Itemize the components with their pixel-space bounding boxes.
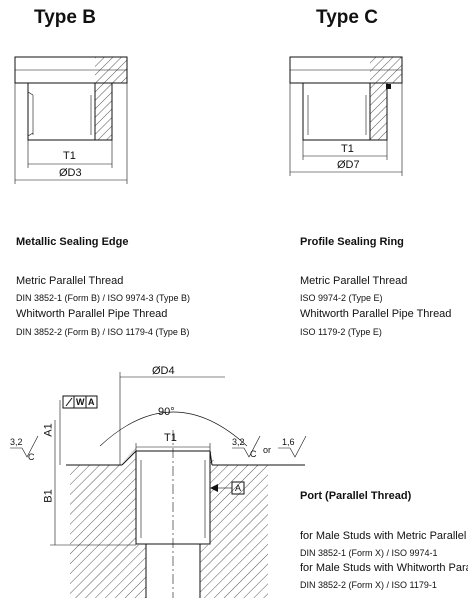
type-c-t1-label: T1: [341, 143, 354, 155]
port-line-3: for Male Studs with Whitworth Parallel P…: [300, 562, 468, 574]
port-line-2: DIN 3852-1 (Form X) / ISO 9974-1: [300, 548, 438, 558]
type-c-line-2: ISO 9974-2 (Type E): [300, 293, 383, 303]
rough-left-value: 3,2: [10, 437, 23, 447]
type-b-t1-label: T1: [63, 150, 76, 162]
port-bore: [135, 430, 211, 598]
rough-left-letter: C: [28, 452, 35, 462]
type-c-line-4: ISO 1179-2 (Type E): [300, 327, 382, 337]
type-b-line-4: DIN 3852-2 (Form B) / ISO 1179-4 (Type B…: [16, 327, 190, 337]
sealing-ring-mark: [386, 84, 391, 89]
rough-alt-value: 1,6: [282, 437, 295, 447]
type-b-line-1: Metric Parallel Thread: [16, 275, 124, 287]
type-c-line-1: Metric Parallel Thread: [300, 275, 408, 287]
type-c-section-title: Profile Sealing Ring: [300, 236, 404, 248]
type-c-d7-label: ØD7: [337, 159, 360, 171]
port-dimensions: [50, 372, 248, 546]
tolerance-w: W: [76, 397, 85, 407]
port-section-title: Port (Parallel Thread): [300, 490, 412, 502]
tolerance-a: A: [88, 397, 95, 407]
type-b-line-2: DIN 3852-1 (Form B) / ISO 9974-3 (Type B…: [16, 293, 191, 303]
roughness-symbols: [10, 435, 307, 458]
datum-a-label: A: [235, 483, 242, 493]
type-b-section-title: Metallic Sealing Edge: [16, 236, 129, 248]
datum-a-frame: [210, 481, 245, 495]
rough-right-value: 3,2: [232, 437, 245, 447]
type-b-title: Type B: [34, 7, 96, 28]
port-a1-label: A1: [42, 423, 55, 437]
type-b-dimensions: [14, 83, 128, 184]
type-b-d3-label: ØD3: [59, 167, 82, 179]
tolerance-frame: [62, 395, 98, 409]
type-b-line-3: Whitworth Parallel Pipe Thread: [16, 308, 168, 320]
port-t1-label: T1: [164, 432, 177, 444]
port-angle-label: 90°: [158, 406, 175, 418]
rough-right-letter: C: [250, 449, 257, 459]
port-line-1: for Male Studs with Metric Parallel Thre…: [300, 530, 468, 542]
rough-or-label: or: [263, 445, 272, 455]
port-d4-label: ØD4: [152, 365, 175, 377]
type-c-title: Type C: [316, 7, 378, 28]
type-b-plug: [14, 56, 128, 141]
type-c-line-3: Whitworth Parallel Pipe Thread: [300, 308, 452, 320]
port-line-4: DIN 3852-2 (Form X) / ISO 1179-1: [300, 580, 437, 590]
port-material: [66, 448, 305, 598]
type-c-plug: [289, 56, 403, 141]
type-c-dimensions: [289, 83, 403, 176]
port-b1-label: B1: [42, 489, 55, 503]
